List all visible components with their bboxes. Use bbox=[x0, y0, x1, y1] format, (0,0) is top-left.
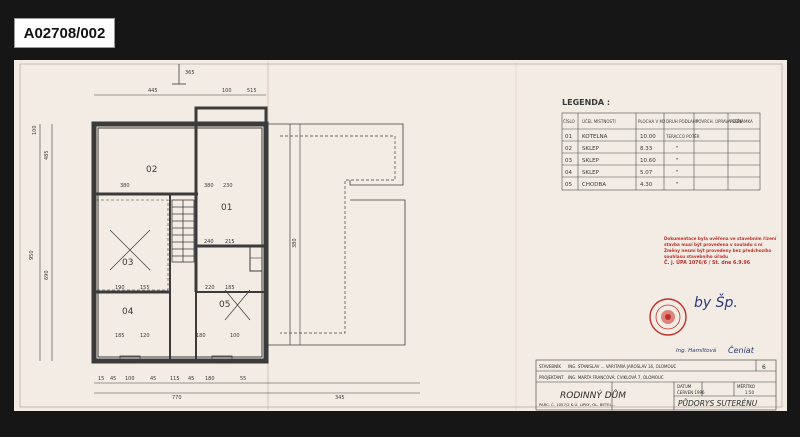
dim-label: 45 bbox=[150, 376, 156, 382]
room-label: 01 bbox=[221, 203, 232, 213]
room-label: 04 bbox=[122, 307, 134, 317]
legend-cell: SKLEP bbox=[582, 158, 600, 164]
dim-label: 45 bbox=[110, 376, 116, 382]
archive-id-label: A02708/002 bbox=[14, 18, 115, 48]
legend-cell: 04 bbox=[565, 170, 572, 176]
dim-label: 115 bbox=[170, 376, 180, 382]
dim-label: 100 bbox=[222, 88, 232, 94]
tb-stavebnik: ING. STANISLAV ... VARITAŇA JAROSLAV 16,… bbox=[568, 364, 677, 369]
dim-label: 515 bbox=[247, 88, 257, 94]
room-label: 03 bbox=[122, 258, 133, 268]
stamp-line: Dokumentace byla ověřena ve stavebním ří… bbox=[664, 236, 777, 241]
dim-label: 770 bbox=[172, 395, 182, 401]
legend-cell: KOTELNA bbox=[582, 134, 608, 140]
dim-label: 215 bbox=[225, 239, 235, 245]
legend-cell: 05 bbox=[565, 182, 572, 188]
tb-datum-label: DATUM bbox=[677, 384, 692, 389]
tb-stavebnik-label: STAVEBNÍK bbox=[539, 364, 561, 369]
legend-cell: " bbox=[676, 182, 679, 188]
tb-datum: ČERVEN 1996 bbox=[677, 390, 705, 395]
dim-label: 45 bbox=[188, 376, 194, 382]
legend-title: LEGENDA : bbox=[562, 98, 610, 107]
room-label: 02 bbox=[146, 165, 157, 175]
dim-label: 180 bbox=[196, 333, 206, 339]
dim-label: 190 bbox=[115, 285, 125, 291]
tb-drawing: PŮDORYS SUTERÉNU bbox=[678, 399, 758, 408]
legend: LEGENDA : ČÍSLO ÚČEL MÍSTNOSTI PLOCHA V … bbox=[561, 98, 761, 191]
legend-cell: " bbox=[676, 146, 679, 152]
tb-meritko: 1:50 bbox=[745, 390, 754, 395]
dim-label: 15 bbox=[98, 376, 104, 382]
legend-header: POZNÁMKA bbox=[730, 119, 753, 124]
legend-header: POVRCH. ÚPRAVA STĚN bbox=[696, 119, 743, 124]
tb-meritko-label: MĚŘÍTKO bbox=[737, 384, 755, 389]
legend-cell: SKLEP bbox=[582, 170, 600, 176]
tb-page: 6 bbox=[762, 364, 766, 371]
legend-cell: 8.33 bbox=[640, 146, 653, 152]
legend-cell: 10.60 bbox=[640, 158, 656, 164]
dim-label: 365 bbox=[185, 70, 195, 76]
stamp-line: stavba musí být provedena v souladu s ní bbox=[664, 242, 763, 247]
legend-header: DRUH PODLAHY bbox=[666, 119, 699, 124]
legend-cell: 03 bbox=[565, 158, 572, 164]
dim-label: 690 bbox=[44, 270, 50, 280]
dim-label: 185 bbox=[115, 333, 125, 339]
stamp-line: souhlasu stavebního úřadu bbox=[664, 254, 728, 259]
dim-label: 230 bbox=[223, 183, 233, 189]
legend-cell: 5.07 bbox=[640, 170, 653, 176]
dim-label: 380 bbox=[292, 238, 298, 248]
tb-projektant-label: PROJEKTANT bbox=[539, 375, 564, 380]
stamp-line: Č. j. ÚPA 1076/6 / St. dne 6.9.96 bbox=[664, 259, 751, 266]
legend-cell: 02 bbox=[565, 146, 572, 152]
dim-label: 380 bbox=[204, 183, 214, 189]
dim-label: 345 bbox=[335, 395, 345, 401]
dim-label: 100 bbox=[125, 376, 135, 382]
legend-cell: SKLEP bbox=[582, 146, 600, 152]
title-block: STAVEBNÍK ING. STANISLAV ... VARITAŇA JA… bbox=[535, 359, 777, 411]
dim-label: 950 bbox=[29, 250, 35, 260]
signature: by Šp. bbox=[694, 293, 738, 311]
dim-label: 100 bbox=[230, 333, 240, 339]
tb-title: RODINNÝ DŮM bbox=[560, 389, 626, 401]
legend-cell: 10.00 bbox=[640, 134, 656, 140]
signature: Čeniat bbox=[728, 344, 755, 355]
dim-label: 185 bbox=[225, 285, 235, 291]
dim-label: 120 bbox=[140, 333, 150, 339]
legend-header: ČÍSLO bbox=[563, 119, 575, 124]
stamp-line: Změny nesmí být provedeny bez předchozíh… bbox=[664, 248, 772, 253]
floor-plan bbox=[39, 64, 420, 394]
dim-label: 220 bbox=[205, 285, 215, 291]
tb-projektant: ING. MARTA FRANCOVÁ, CVIKLOVÁ 7, OLOMOUC bbox=[568, 375, 664, 380]
signature: Ing. Hamiltová bbox=[676, 347, 717, 354]
dim-label: 180 bbox=[205, 376, 215, 382]
room-label: 05 bbox=[219, 300, 230, 310]
legend-cell: " bbox=[676, 158, 679, 164]
dim-label: 240 bbox=[204, 239, 214, 245]
legend-cell: 4.30 bbox=[640, 182, 653, 188]
legend-header: PLOCHA V M2 bbox=[638, 119, 666, 124]
drawing-sheet bbox=[14, 60, 787, 411]
approval-stamp: Dokumentace byla ověřena ve stavebním ří… bbox=[664, 236, 777, 266]
dim-label: 55 bbox=[240, 376, 246, 382]
dim-label: 485 bbox=[44, 150, 50, 160]
legend-cell: TERACCO POTĚR bbox=[665, 134, 700, 139]
dim-label: 155 bbox=[140, 285, 150, 291]
dim-label: 380 bbox=[120, 183, 130, 189]
legend-header: ÚČEL MÍSTNOSTI bbox=[582, 119, 616, 124]
legend-cell: " bbox=[676, 170, 679, 176]
round-seal bbox=[649, 298, 687, 336]
dim-label: 100 bbox=[32, 125, 38, 135]
legend-cell: 01 bbox=[565, 134, 572, 140]
dim-label: 445 bbox=[148, 88, 158, 94]
tb-subtitle: PARC. Č. 1057/2 K.Ú. LIPKY, OL. BETEL... bbox=[539, 402, 615, 407]
legend-cell: CHODBA bbox=[582, 182, 606, 188]
